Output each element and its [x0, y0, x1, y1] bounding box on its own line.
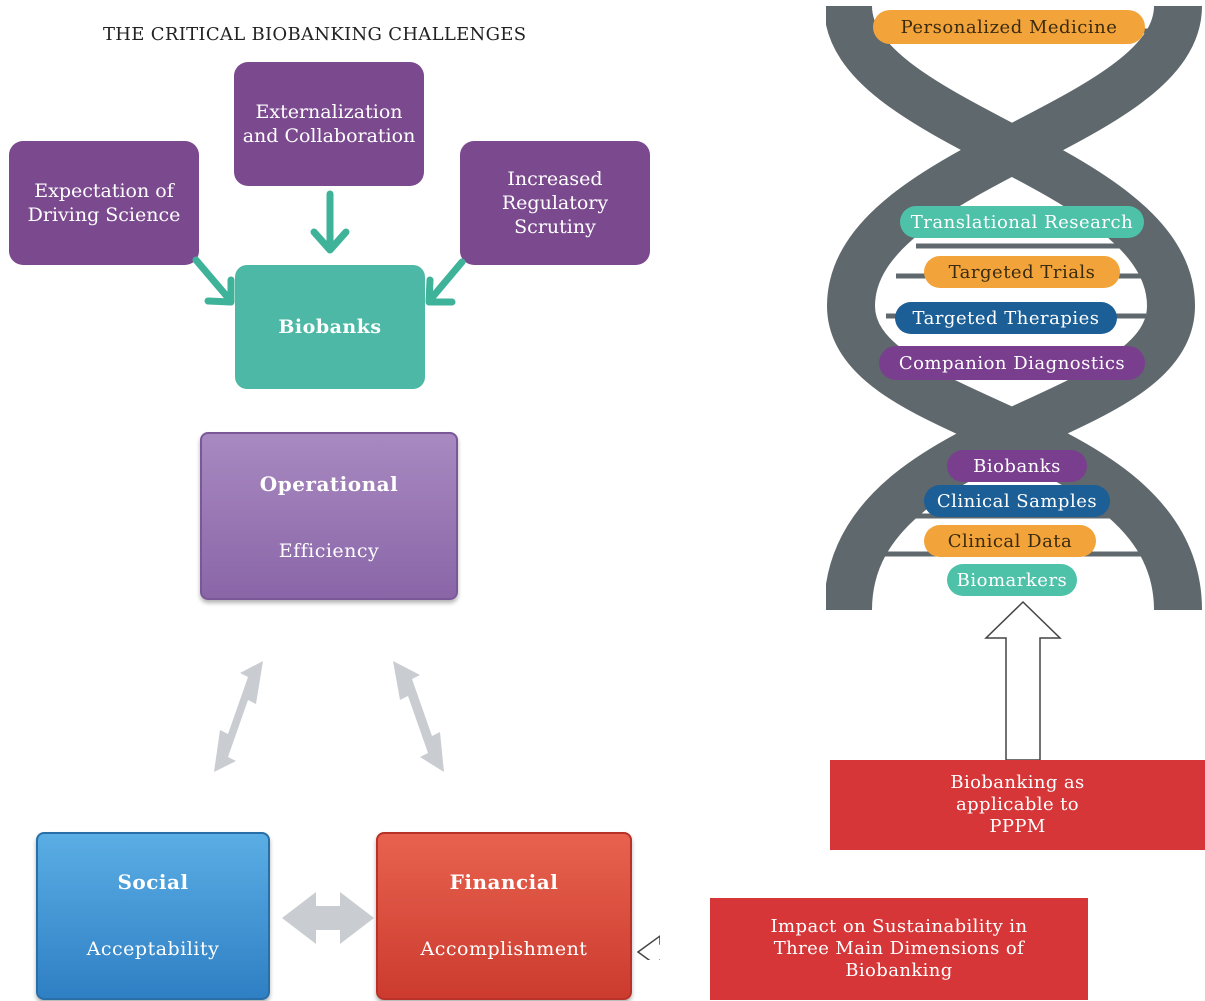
double-arrow-icon [393, 661, 444, 772]
financial-heading: Financial [449, 870, 559, 894]
social-heading: Social [117, 870, 189, 894]
pill-label: Personalized Medicine [900, 16, 1118, 38]
impact-label: Impact on Sustainability in Three Main D… [770, 916, 1028, 981]
biobanks-center-label: Biobanks [278, 316, 382, 338]
diagram-title: THE CRITICAL BIOBANKING CHALLENGES [103, 24, 527, 45]
arrow-down-icon [310, 190, 350, 254]
pill-biomarkers: Biomarkers [947, 564, 1077, 596]
operational-sub: Efficiency [278, 540, 380, 562]
biobanks-center-box: Biobanks [235, 265, 425, 389]
pill-clinical-samples: Clinical Samples [924, 485, 1110, 517]
pill-label: Biobanks [973, 455, 1061, 477]
pill-label: Translational Research [910, 211, 1134, 233]
operational-box: Operational Efficiency [200, 432, 458, 600]
helix-strand-right [826, 6, 1202, 610]
helix-strand-left [826, 6, 1196, 610]
social-box: Social Acceptability [36, 832, 270, 1000]
pppm-box: Biobanking as applicable to PPPM [830, 760, 1205, 850]
pill-label: Clinical Data [947, 530, 1073, 552]
operational-heading: Operational [259, 472, 399, 496]
up-hollow-arrow-icon [984, 600, 1062, 761]
left-hollow-arrow-icon [636, 935, 660, 960]
dimension-arrows [214, 661, 660, 960]
challenge-expectation: Expectation of Driving Science [9, 141, 199, 265]
social-sub: Acceptability [86, 938, 220, 960]
pill-label: Targeted Therapies [912, 307, 1100, 329]
pill-label: Companion Diagnostics [898, 352, 1126, 374]
challenge-expectation-label: Expectation of Driving Science [27, 180, 181, 226]
pppm-label: Biobanking as applicable to PPPM [950, 772, 1085, 837]
challenge-externalization: Externalization and Collaboration [234, 62, 424, 186]
pill-clinical-data: Clinical Data [924, 525, 1096, 557]
pill-label: Targeted Trials [948, 261, 1096, 283]
pill-label: Clinical Samples [936, 490, 1098, 512]
pill-targeted-therapies: Targeted Therapies [895, 302, 1117, 334]
arrow-diagonal-right-icon [192, 256, 235, 306]
challenge-regulatory-label: Increased Regulatory Scrutiny [501, 168, 609, 238]
pill-targeted-trials: Targeted Trials [924, 256, 1120, 288]
arrow-diagonal-left-icon [425, 258, 466, 306]
financial-box: Financial Accomplishment [376, 832, 632, 1000]
challenge-regulatory: Increased Regulatory Scrutiny [460, 141, 650, 265]
pill-label: Biomarkers [956, 569, 1068, 591]
pill-biobanks: Biobanks [947, 450, 1087, 482]
pill-companion-diagnostics: Companion Diagnostics [879, 346, 1145, 380]
financial-sub: Accomplishment [420, 938, 588, 960]
challenge-externalization-label: Externalization and Collaboration [242, 101, 416, 147]
challenge-arrows [192, 190, 466, 306]
pill-personalized-medicine: Personalized Medicine [873, 10, 1145, 44]
double-arrow-icon [214, 661, 263, 772]
impact-box: Impact on Sustainability in Three Main D… [710, 898, 1088, 1000]
double-horizontal-arrow-icon [282, 892, 374, 944]
pill-translational-research: Translational Research [900, 206, 1144, 238]
